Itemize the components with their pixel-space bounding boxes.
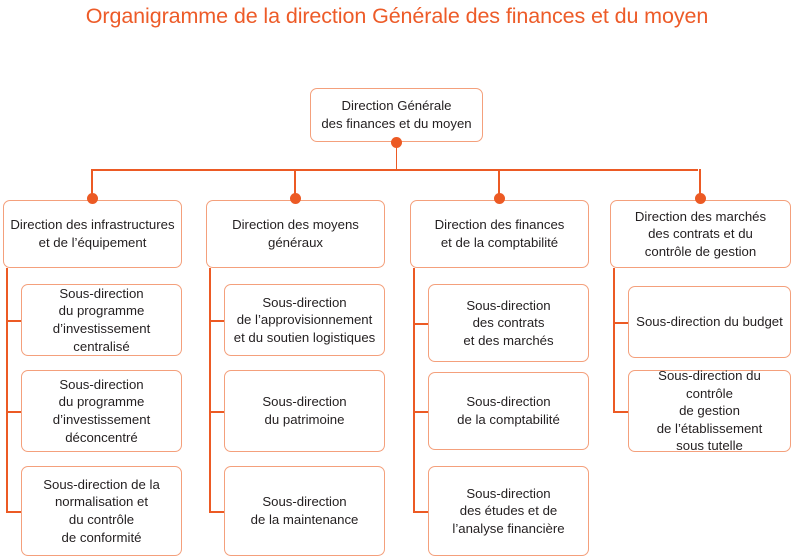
org-node-sub-1-1-label: Sous-direction du programme d’investisse… <box>52 285 151 354</box>
org-node-root-label: Direction Générale des finances et du mo… <box>321 98 472 131</box>
org-node-root[interactable]: Direction Générale des finances et du mo… <box>310 88 483 142</box>
connector-stub-2-3 <box>209 511 224 513</box>
connector-stub-1-3 <box>6 511 21 513</box>
org-node-sub-1-2-label: Sous-direction du programme d’investisse… <box>52 376 151 445</box>
connector-stub-2-1 <box>209 320 224 322</box>
connector-dot-branch-3 <box>493 192 505 204</box>
connector-stub-4-2 <box>613 411 628 413</box>
page-title: Organigramme de la direction Générale de… <box>85 4 709 28</box>
connector-stub-1-2 <box>6 411 21 413</box>
connector-stub-4-1 <box>613 322 628 324</box>
org-node-sub-3-2-label: Sous-direction de la comptabilité <box>457 394 560 427</box>
org-node-branch-1[interactable]: Direction des infrastructures et de l’éq… <box>3 200 182 268</box>
org-node-sub-2-1[interactable]: Sous-direction de l’approvisionnement et… <box>224 284 385 356</box>
org-node-sub-2-1-label: Sous-direction de l’approvisionnement et… <box>233 294 376 345</box>
org-node-sub-4-2-label: Sous-direction du contrôle de gestion de… <box>656 368 763 454</box>
connector-branch-drop-3 <box>498 169 500 198</box>
org-node-sub-3-2[interactable]: Sous-direction de la comptabilité <box>428 372 589 450</box>
org-node-sub-3-1-label: Sous-direction des contrats et des march… <box>463 297 554 348</box>
org-node-sub-3-1[interactable]: Sous-direction des contrats et des march… <box>428 284 589 362</box>
connector-stub-3-3 <box>413 511 428 513</box>
org-node-branch-3[interactable]: Direction des finances et de la comptabi… <box>410 200 589 268</box>
org-node-branch-4-label: Direction des marchés des contrats et du… <box>634 208 767 259</box>
org-node-branch-4[interactable]: Direction des marchés des contrats et du… <box>610 200 791 268</box>
connector-branch-drop-2 <box>294 169 296 198</box>
connector-bus <box>92 169 698 171</box>
org-node-sub-2-3[interactable]: Sous-direction de la maintenance <box>224 466 385 556</box>
connector-stub-1-1 <box>6 320 21 322</box>
org-node-branch-2-label: Direction des moyens généraux <box>232 217 359 250</box>
connector-spine-2 <box>209 268 211 511</box>
connector-stub-2-2 <box>209 411 224 413</box>
connector-stub-3-1 <box>413 323 428 325</box>
org-node-sub-4-1[interactable]: Sous-direction du budget <box>628 286 791 358</box>
org-node-sub-3-3-label: Sous-direction des études et de l’analys… <box>452 485 565 536</box>
connector-branch-drop-4 <box>699 169 701 198</box>
org-node-branch-3-label: Direction des finances et de la comptabi… <box>434 217 565 250</box>
connector-spine-3 <box>413 268 415 511</box>
connector-root-drop <box>395 142 398 169</box>
org-node-sub-3-3[interactable]: Sous-direction des études et de l’analys… <box>428 466 589 556</box>
org-node-sub-1-3[interactable]: Sous-direction de la normalisation et du… <box>21 466 182 556</box>
connector-dot-branch-2 <box>289 192 301 204</box>
org-node-sub-1-3-label: Sous-direction de la normalisation et du… <box>43 476 160 545</box>
org-node-sub-1-1[interactable]: Sous-direction du programme d’investisse… <box>21 284 182 356</box>
org-node-sub-1-2[interactable]: Sous-direction du programme d’investisse… <box>21 370 182 452</box>
org-node-sub-2-2[interactable]: Sous-direction du patrimoine <box>224 370 385 452</box>
connector-dot-branch-4 <box>694 192 706 204</box>
connector-dot-branch-1 <box>86 192 98 204</box>
connector-stub-3-2 <box>413 411 428 413</box>
org-node-sub-2-2-label: Sous-direction du patrimoine <box>262 394 347 427</box>
org-node-branch-1-label: Direction des infrastructures et de l’éq… <box>10 217 175 250</box>
org-node-sub-2-3-label: Sous-direction de la maintenance <box>250 494 359 527</box>
connector-spine-1 <box>6 268 8 511</box>
connector-spine-4 <box>613 268 615 411</box>
connector-branch-drop-1 <box>91 169 93 198</box>
connector-dot-root <box>391 136 402 148</box>
org-node-sub-4-1-label: Sous-direction du budget <box>636 314 783 330</box>
org-node-branch-2[interactable]: Direction des moyens généraux <box>206 200 385 268</box>
org-node-sub-4-2[interactable]: Sous-direction du contrôle de gestion de… <box>628 368 791 454</box>
